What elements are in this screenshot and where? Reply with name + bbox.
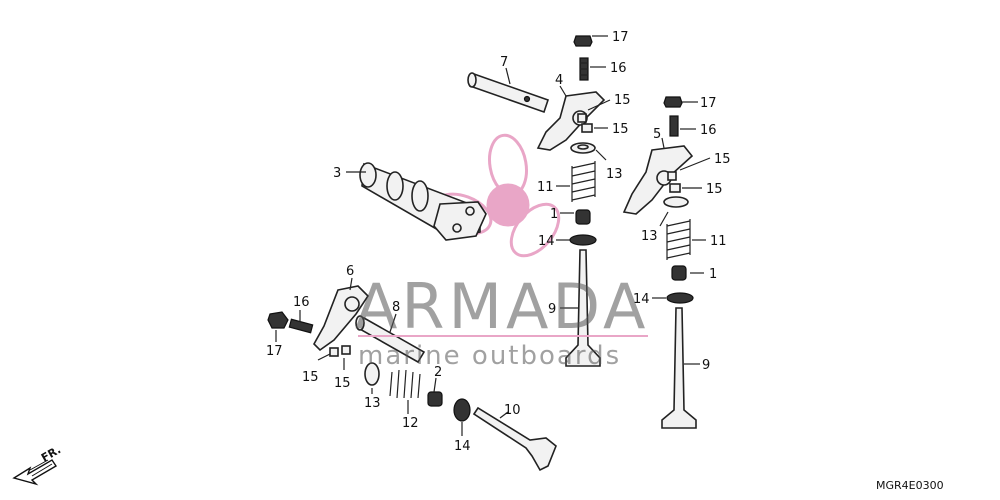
spring-seat-14-a <box>569 234 597 246</box>
cotter-retainer-15-pair-b <box>667 171 681 193</box>
lock-nut-17-c <box>267 311 289 329</box>
callout-14: 14 <box>454 439 471 454</box>
rocker-arm-6 <box>313 285 370 352</box>
stem-seal-1-b <box>671 265 687 281</box>
valve-spring-12 <box>389 369 421 399</box>
callout-15: 15 <box>714 152 731 167</box>
lock-nut-17-b <box>663 96 683 108</box>
callout-14: 14 <box>633 292 650 307</box>
armada-propeller-logo <box>431 133 561 258</box>
watermark-tagline: marine outboards <box>358 341 621 371</box>
callout-16: 16 <box>610 61 627 76</box>
callout-1: 1 <box>550 207 558 222</box>
callout-9: 9 <box>702 358 710 373</box>
callout-10: 10 <box>504 403 521 418</box>
callout-15: 15 <box>612 122 629 137</box>
adjust-screw-16-c <box>288 318 314 334</box>
adjust-screw-16-b <box>669 115 679 137</box>
callout-13: 13 <box>606 167 623 182</box>
valve-spring-11-b <box>666 219 691 260</box>
callout-8: 8 <box>392 300 400 315</box>
spring-seat-14-c <box>453 398 471 422</box>
callout-12: 12 <box>402 416 419 431</box>
watermark-brand: ARMADA <box>355 270 649 343</box>
lock-nut-17-a <box>573 35 593 47</box>
leader-lines <box>275 35 711 436</box>
diagram-code: MGR4E0300 <box>876 479 944 492</box>
cotter-retainer-15-pair-a <box>577 113 593 133</box>
valve-spring-11-a <box>571 161 596 202</box>
spring-seat-14-b <box>666 292 694 304</box>
rocker-arm-shaft-7 <box>467 72 550 114</box>
callout-13: 13 <box>364 396 381 411</box>
callout-11: 11 <box>710 234 727 249</box>
callout-11: 11 <box>537 180 554 195</box>
callout-17: 17 <box>700 96 717 111</box>
rocker-arm-shaft-8 <box>355 315 426 364</box>
camshaft-3 <box>359 162 487 241</box>
callout-labels: 17 16 7 4 15 15 17 16 5 15 15 3 13 11 1 … <box>266 30 731 454</box>
callout-15: 15 <box>334 376 351 391</box>
spring-retainer-13-c <box>364 362 380 386</box>
callout-4: 4 <box>555 73 563 88</box>
callout-6: 6 <box>346 264 354 279</box>
callout-14: 14 <box>538 234 555 249</box>
spring-retainer-13-a <box>570 142 596 154</box>
callout-15: 15 <box>706 182 723 197</box>
callout-1: 1 <box>709 267 717 282</box>
callout-2: 2 <box>434 365 442 380</box>
callout-17: 17 <box>612 30 629 45</box>
spring-retainer-13-b <box>663 196 689 208</box>
intake-valve-9-a <box>565 249 601 367</box>
adjust-screw-16-a <box>579 57 589 81</box>
stem-seal-1-a <box>575 209 591 225</box>
callout-7: 7 <box>500 55 508 70</box>
callout-15: 15 <box>302 370 319 385</box>
callout-13: 13 <box>641 229 658 244</box>
callout-9: 9 <box>548 302 556 317</box>
exhaust-valve-10 <box>472 406 557 472</box>
callout-16: 16 <box>293 295 310 310</box>
intake-valve-9-b <box>661 307 697 429</box>
callout-16: 16 <box>700 123 717 138</box>
front-direction-arrow: FR. <box>12 443 63 486</box>
stem-seal-2 <box>427 391 443 407</box>
callout-3: 3 <box>333 166 341 181</box>
callout-5: 5 <box>653 127 661 142</box>
cotter-retainer-15-pair-c <box>329 345 351 357</box>
callout-17: 17 <box>266 344 283 359</box>
callout-15: 15 <box>614 93 631 108</box>
